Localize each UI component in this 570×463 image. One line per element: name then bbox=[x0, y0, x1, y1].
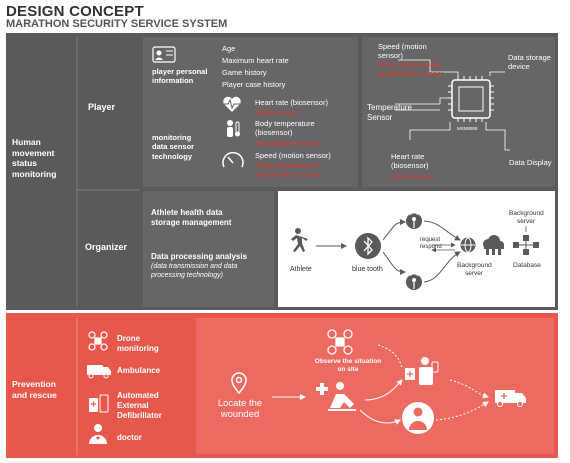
globe-icon bbox=[460, 237, 476, 253]
sensor-heart-red: Pulse sensor bbox=[255, 108, 299, 117]
doctor-icon bbox=[89, 424, 107, 444]
player-info-case-history: Player case history bbox=[222, 80, 286, 89]
flow-athlete-label: Athlete bbox=[290, 266, 312, 273]
device-storage-label: Data storage device bbox=[508, 53, 551, 72]
heart-pulse-icon bbox=[223, 96, 241, 112]
device-heart-red: Pulse sensor bbox=[391, 172, 435, 181]
antenna-icon-bottom bbox=[406, 273, 422, 290]
rescue-ambulance-label: Ambulance bbox=[117, 366, 161, 375]
location-pin-icon bbox=[231, 372, 247, 395]
antenna-icon-top bbox=[406, 212, 422, 229]
rescue-aed-label: Automated External Defibrillator bbox=[117, 391, 162, 420]
sensor-temp-label: Body temperature (biosensor) bbox=[255, 119, 315, 138]
sensor-temp-red: Temperature Sensor bbox=[255, 139, 324, 148]
drone-icon bbox=[88, 331, 108, 351]
drone-observe-icon bbox=[327, 329, 353, 355]
section-label-organizer: Organizer bbox=[85, 242, 128, 252]
player-info-panel bbox=[143, 37, 358, 187]
database-icon bbox=[513, 235, 539, 255]
player-info-max-heart-rate: Maximum heart rate bbox=[222, 56, 289, 65]
runner-icon bbox=[291, 228, 308, 252]
first-aid-icon bbox=[316, 382, 356, 411]
organizer-info-panel bbox=[143, 191, 274, 307]
chip-icon bbox=[448, 76, 494, 122]
data-processing-analysis: Data processing analysis bbox=[151, 252, 248, 261]
body-temperature-icon bbox=[227, 120, 240, 137]
player-info-game-history: Game history bbox=[222, 68, 267, 77]
page-title: DESIGN CONCEPT bbox=[6, 3, 144, 20]
flow-database-label: Database bbox=[513, 262, 541, 269]
device-panel bbox=[362, 37, 555, 187]
device-temp-label: Temperature Sensor bbox=[367, 103, 412, 122]
page-subtitle: MARATHON SECURITY SERVICE SYSTEM bbox=[6, 18, 228, 30]
speedometer-icon bbox=[222, 151, 244, 168]
section-label-prevention: Prevention and rescue bbox=[12, 379, 57, 400]
device-chip-label: MSM8909 bbox=[457, 126, 478, 131]
ambulance-flow-icon bbox=[495, 390, 526, 407]
sensor-tech-heading: monitoring data sensor technology bbox=[152, 133, 195, 161]
ambulance-icon bbox=[87, 365, 111, 379]
doctor-circle-icon bbox=[402, 402, 434, 434]
rescue-doctor-label: doctor bbox=[117, 433, 142, 442]
flow-bg-server-top-label: Background server bbox=[509, 210, 544, 226]
device-speed-red: Three-dimensional acceleration sensor bbox=[378, 60, 444, 79]
rescue-observe-label: Observe the situation on site bbox=[314, 358, 382, 374]
flow-bg-server-mid-label: Background server bbox=[457, 262, 492, 278]
flow-respond-label: respond bbox=[420, 244, 442, 250]
rescue-locate-label: Locate the wounded bbox=[217, 398, 263, 420]
device-heart-label: Heart rate (biosensor) bbox=[391, 152, 429, 171]
sensor-speed-label: Speed (motion sensor) bbox=[255, 151, 331, 160]
flow-request-label: request bbox=[420, 237, 441, 243]
data-processing-note: (data transmission and data processing t… bbox=[151, 263, 238, 279]
device-display-label: Data Display bbox=[509, 158, 552, 167]
player-info-age: Age bbox=[222, 44, 236, 53]
id-card-icon bbox=[152, 46, 176, 63]
rescue-drone-label: Drone monitoring bbox=[117, 334, 159, 353]
athlete-health-storage: Athlete health data storage management bbox=[151, 208, 232, 227]
section-label-player: Player bbox=[88, 102, 116, 112]
flow-bluetooth-label: blue tooth bbox=[352, 266, 383, 273]
bluetooth-icon bbox=[355, 233, 381, 259]
medical-kit-icon bbox=[405, 357, 439, 385]
server-cloud-icon bbox=[483, 235, 504, 255]
section-label-monitoring: Human movement status monitoring bbox=[12, 137, 57, 179]
sensor-heart-label: Heart rate (biosensor) bbox=[255, 98, 328, 107]
sensor-speed-red: Three-dimensional acceleration sensor bbox=[255, 161, 321, 180]
defibrillator-icon bbox=[89, 394, 109, 413]
rescue-flow-panel bbox=[196, 318, 554, 454]
player-info-heading: player personal information bbox=[152, 67, 208, 86]
device-speed-label: Speed (motion sensor) bbox=[378, 42, 427, 61]
